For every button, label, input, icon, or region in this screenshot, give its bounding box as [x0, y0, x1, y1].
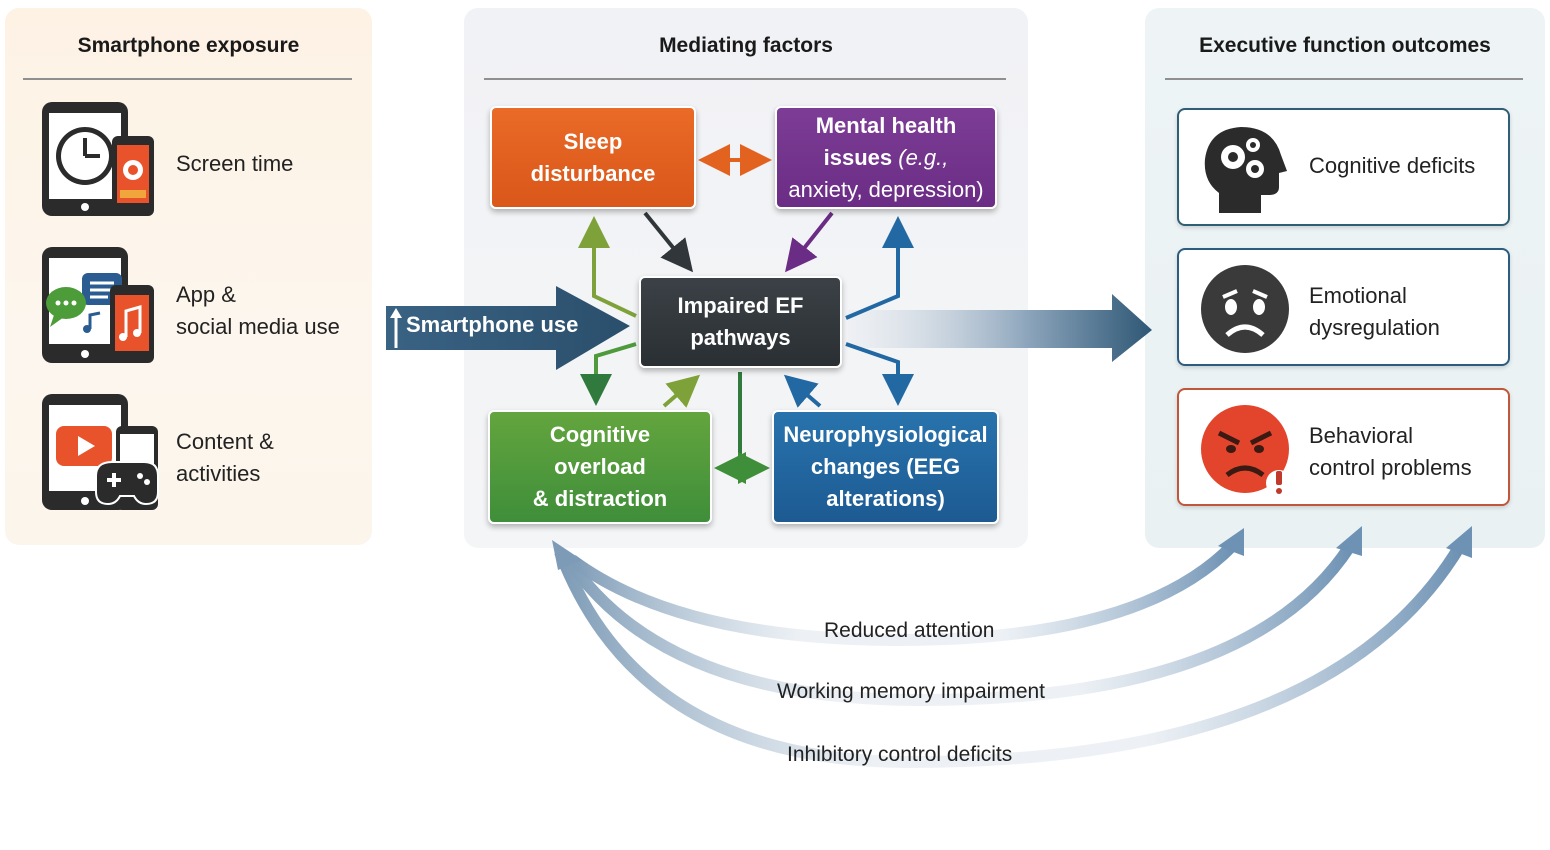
center-line-1: Impaired EF — [677, 293, 804, 318]
mediating-title-divider — [484, 78, 1006, 80]
exposure-label-line: social media use — [176, 314, 340, 339]
neuro-line-1: Neurophysiological — [783, 422, 988, 447]
output-arrow — [848, 294, 1152, 362]
exposure-item-screen-time: Screen time — [176, 148, 293, 180]
outcome-label-line: Cognitive deficits — [1309, 153, 1476, 178]
mental-line-2-bold: issues — [823, 144, 893, 170]
inhibitory-control-curve — [554, 542, 1466, 769]
smartphone-use-label: Smartphone use — [406, 312, 579, 337]
cognitive-deficits-box: Cognitive deficits — [1177, 108, 1510, 226]
outcomes-title-divider — [1165, 78, 1523, 80]
cognitive-line-3: & distraction — [532, 486, 668, 511]
cognitive-to-center-link — [662, 374, 701, 408]
reduced-attention-curve — [568, 541, 1237, 647]
outcome-label-line: dysregulation — [1309, 315, 1440, 340]
social-media-icon — [42, 247, 154, 363]
impaired-ef-pathways-box: Impaired EF pathways — [639, 276, 842, 368]
mental-line-1: Mental health — [815, 112, 957, 138]
working-memory-label: Working memory impairment — [777, 680, 1046, 703]
mental-health-box: Mental health issues (e.g., anxiety, dep… — [775, 106, 997, 209]
mental-line-3: anxiety, depression) — [788, 176, 984, 202]
exposure-label-line: Screen time — [176, 151, 294, 176]
sad-face-icon — [1201, 265, 1289, 353]
center-line-2: pathways — [690, 325, 791, 350]
center-to-sleep-link — [578, 216, 637, 318]
angry-face-icon — [1201, 405, 1292, 496]
exposure-panel-title: Smartphone exposure — [77, 34, 300, 57]
reduced-attention-label: Reduced attention — [824, 619, 995, 642]
center-to-neuro-link — [845, 342, 914, 406]
exposure-item-content-activities: Content & activities — [176, 426, 274, 490]
screen-time-icon — [42, 102, 154, 216]
center-to-cognitive-link — [580, 342, 637, 406]
mental-line-2-rest: (e.g., — [892, 144, 949, 170]
outcome-label-line: Behavioral — [1309, 423, 1413, 448]
head-gears-icon — [1204, 127, 1287, 213]
neurophysiological-changes-box: Neurophysiological changes (EEG alterati… — [772, 410, 999, 524]
smartphone-use-arrow — [386, 286, 630, 370]
exposure-title-divider — [23, 78, 352, 80]
center-to-mental-link — [845, 216, 914, 320]
exposure-label-line: App & — [176, 282, 236, 307]
outcome-label-line: control problems — [1309, 455, 1472, 480]
neuro-line-2: changes (EEG — [810, 454, 961, 479]
mental-line-2: issues (e.g., — [824, 142, 949, 174]
sleep-line-1: Sleep — [563, 128, 623, 154]
neuro-line-3: alterations) — [826, 486, 945, 511]
sleep-to-center-link — [643, 211, 694, 273]
cognitive-line-2: overload — [554, 454, 646, 479]
sleep-disturbance-box: Sleep disturbance — [490, 106, 696, 209]
mental-to-center-link — [785, 211, 834, 273]
behavioral-control-box: Behavioral control problems — [1177, 388, 1510, 506]
exposure-item-social-media: App & social media use — [176, 279, 340, 343]
inhibitory-control-label: Inhibitory control deficits — [787, 743, 1013, 766]
working-memory-curve — [560, 542, 1356, 707]
emotional-dysregulation-box: Emotional dysregulation — [1177, 248, 1510, 366]
sleep-line-2: disturbance — [530, 160, 656, 186]
neuro-to-center-link — [783, 374, 822, 408]
exposure-label-line: activities — [176, 461, 261, 486]
exposure-label-line: Content & — [176, 429, 274, 454]
outcome-label-line: Emotional — [1309, 283, 1407, 308]
cognitive-overload-box: Cognitive overload & distraction — [488, 410, 712, 524]
outcomes-panel-title: Executive function outcomes — [1199, 34, 1491, 57]
cognitive-line-1: Cognitive — [549, 422, 651, 447]
mediating-panel-title: Mediating factors — [659, 34, 833, 57]
content-activities-icon — [42, 394, 159, 510]
